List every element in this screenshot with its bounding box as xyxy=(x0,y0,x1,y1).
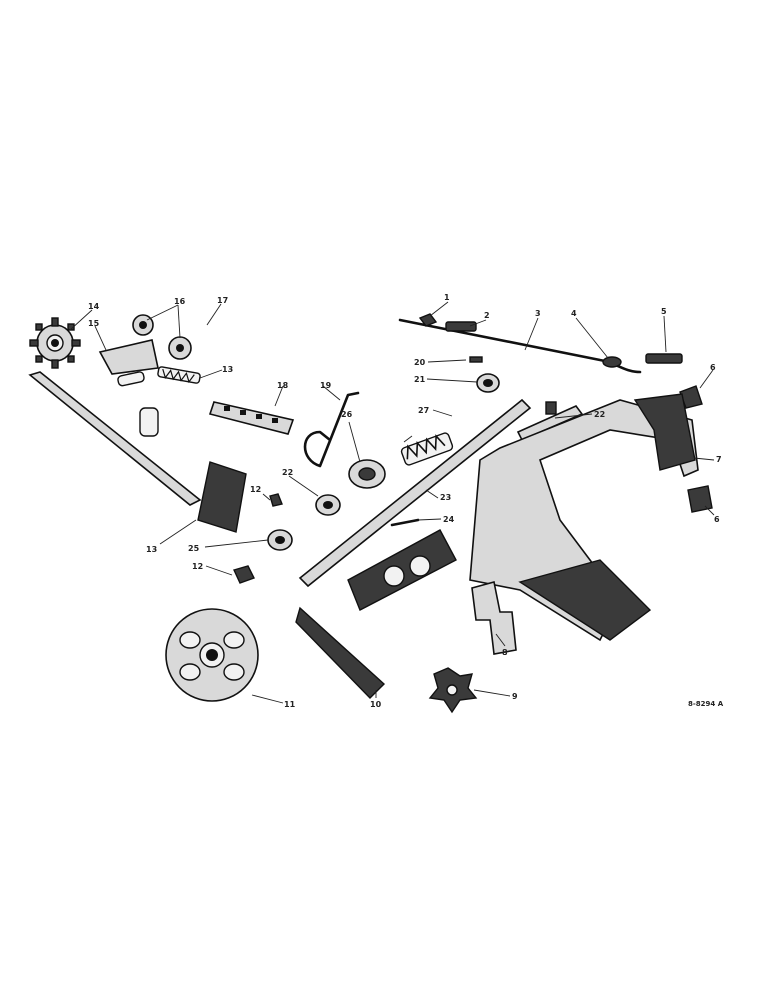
callout-5: 5 xyxy=(661,307,667,316)
callout-15: 14 xyxy=(88,302,100,311)
set-screw-13-upper xyxy=(269,493,283,507)
callout-2: 2 xyxy=(484,311,490,320)
shaft-24 xyxy=(298,398,532,588)
frame-arm-14 xyxy=(28,371,247,533)
pin-21 xyxy=(469,356,483,363)
callout-21: 20 xyxy=(414,358,426,367)
callout-6a: 6 xyxy=(710,363,716,372)
spring-18 xyxy=(157,366,201,384)
callout-24: 23 xyxy=(440,493,451,502)
callout-8: 8 xyxy=(502,648,508,657)
collar-22-left xyxy=(267,529,293,551)
callout-27: 26 xyxy=(341,410,353,419)
arm-23 xyxy=(516,401,584,442)
spring-2 xyxy=(445,321,477,332)
callout-12a: 12 xyxy=(192,562,203,571)
pin-25 xyxy=(390,518,420,527)
callout-26: 22 xyxy=(282,468,293,477)
callout-17: 16 xyxy=(174,297,186,306)
callout-7: 7 xyxy=(716,455,722,464)
sprocket-11 xyxy=(165,608,259,702)
spring-clip-20 xyxy=(303,391,360,468)
cotter-4 xyxy=(602,356,622,368)
chain-link-19 xyxy=(208,401,295,435)
callout-4: 4 xyxy=(571,309,577,318)
collar-22-upper xyxy=(476,373,500,393)
drawing-code: 8-8294 A xyxy=(688,700,724,708)
callout-13: 17 xyxy=(217,296,228,305)
spring-5 xyxy=(645,353,683,364)
callout-11: 11 xyxy=(284,700,296,709)
callout-labels: 1 2 3 4 5 6 7 6 8 9 10 11 12 12 13 14 15… xyxy=(88,293,722,709)
callout-22a: 21 xyxy=(414,375,426,384)
collar-26 xyxy=(315,494,341,516)
callout-23: 22 xyxy=(594,410,605,419)
callout-19: 18 xyxy=(277,381,289,390)
bolt-6-lower xyxy=(687,485,713,513)
main-frame-7 xyxy=(347,393,699,642)
callout-20: 19 xyxy=(320,381,332,390)
chain-10 xyxy=(295,606,386,699)
nut-1 xyxy=(418,313,438,327)
callout-1: 1 xyxy=(444,293,450,302)
clutch-27 xyxy=(348,459,386,489)
callout-3: 3 xyxy=(535,309,541,318)
bracket-16 xyxy=(98,339,159,387)
callout-14: 13 xyxy=(146,545,157,554)
bracket-8 xyxy=(471,581,517,655)
callout-22b: 25 xyxy=(188,544,200,553)
callout-10: 10 xyxy=(370,700,382,709)
spring-28 xyxy=(400,432,454,466)
callout-6b: 6 xyxy=(714,515,720,524)
leader-lines xyxy=(69,301,715,704)
callout-25: 24 xyxy=(443,515,455,524)
idler-sprockets-17 xyxy=(132,314,192,360)
callout-16: 15 xyxy=(88,319,100,328)
nut-12 xyxy=(233,565,255,584)
callout-12b: 12 xyxy=(250,485,261,494)
sprocket-15 xyxy=(29,317,81,369)
star-sprocket-9 xyxy=(428,667,478,714)
callout-9: 9 xyxy=(512,692,518,701)
callout-28: 27 xyxy=(418,406,429,415)
callout-18: 13 xyxy=(222,365,233,374)
